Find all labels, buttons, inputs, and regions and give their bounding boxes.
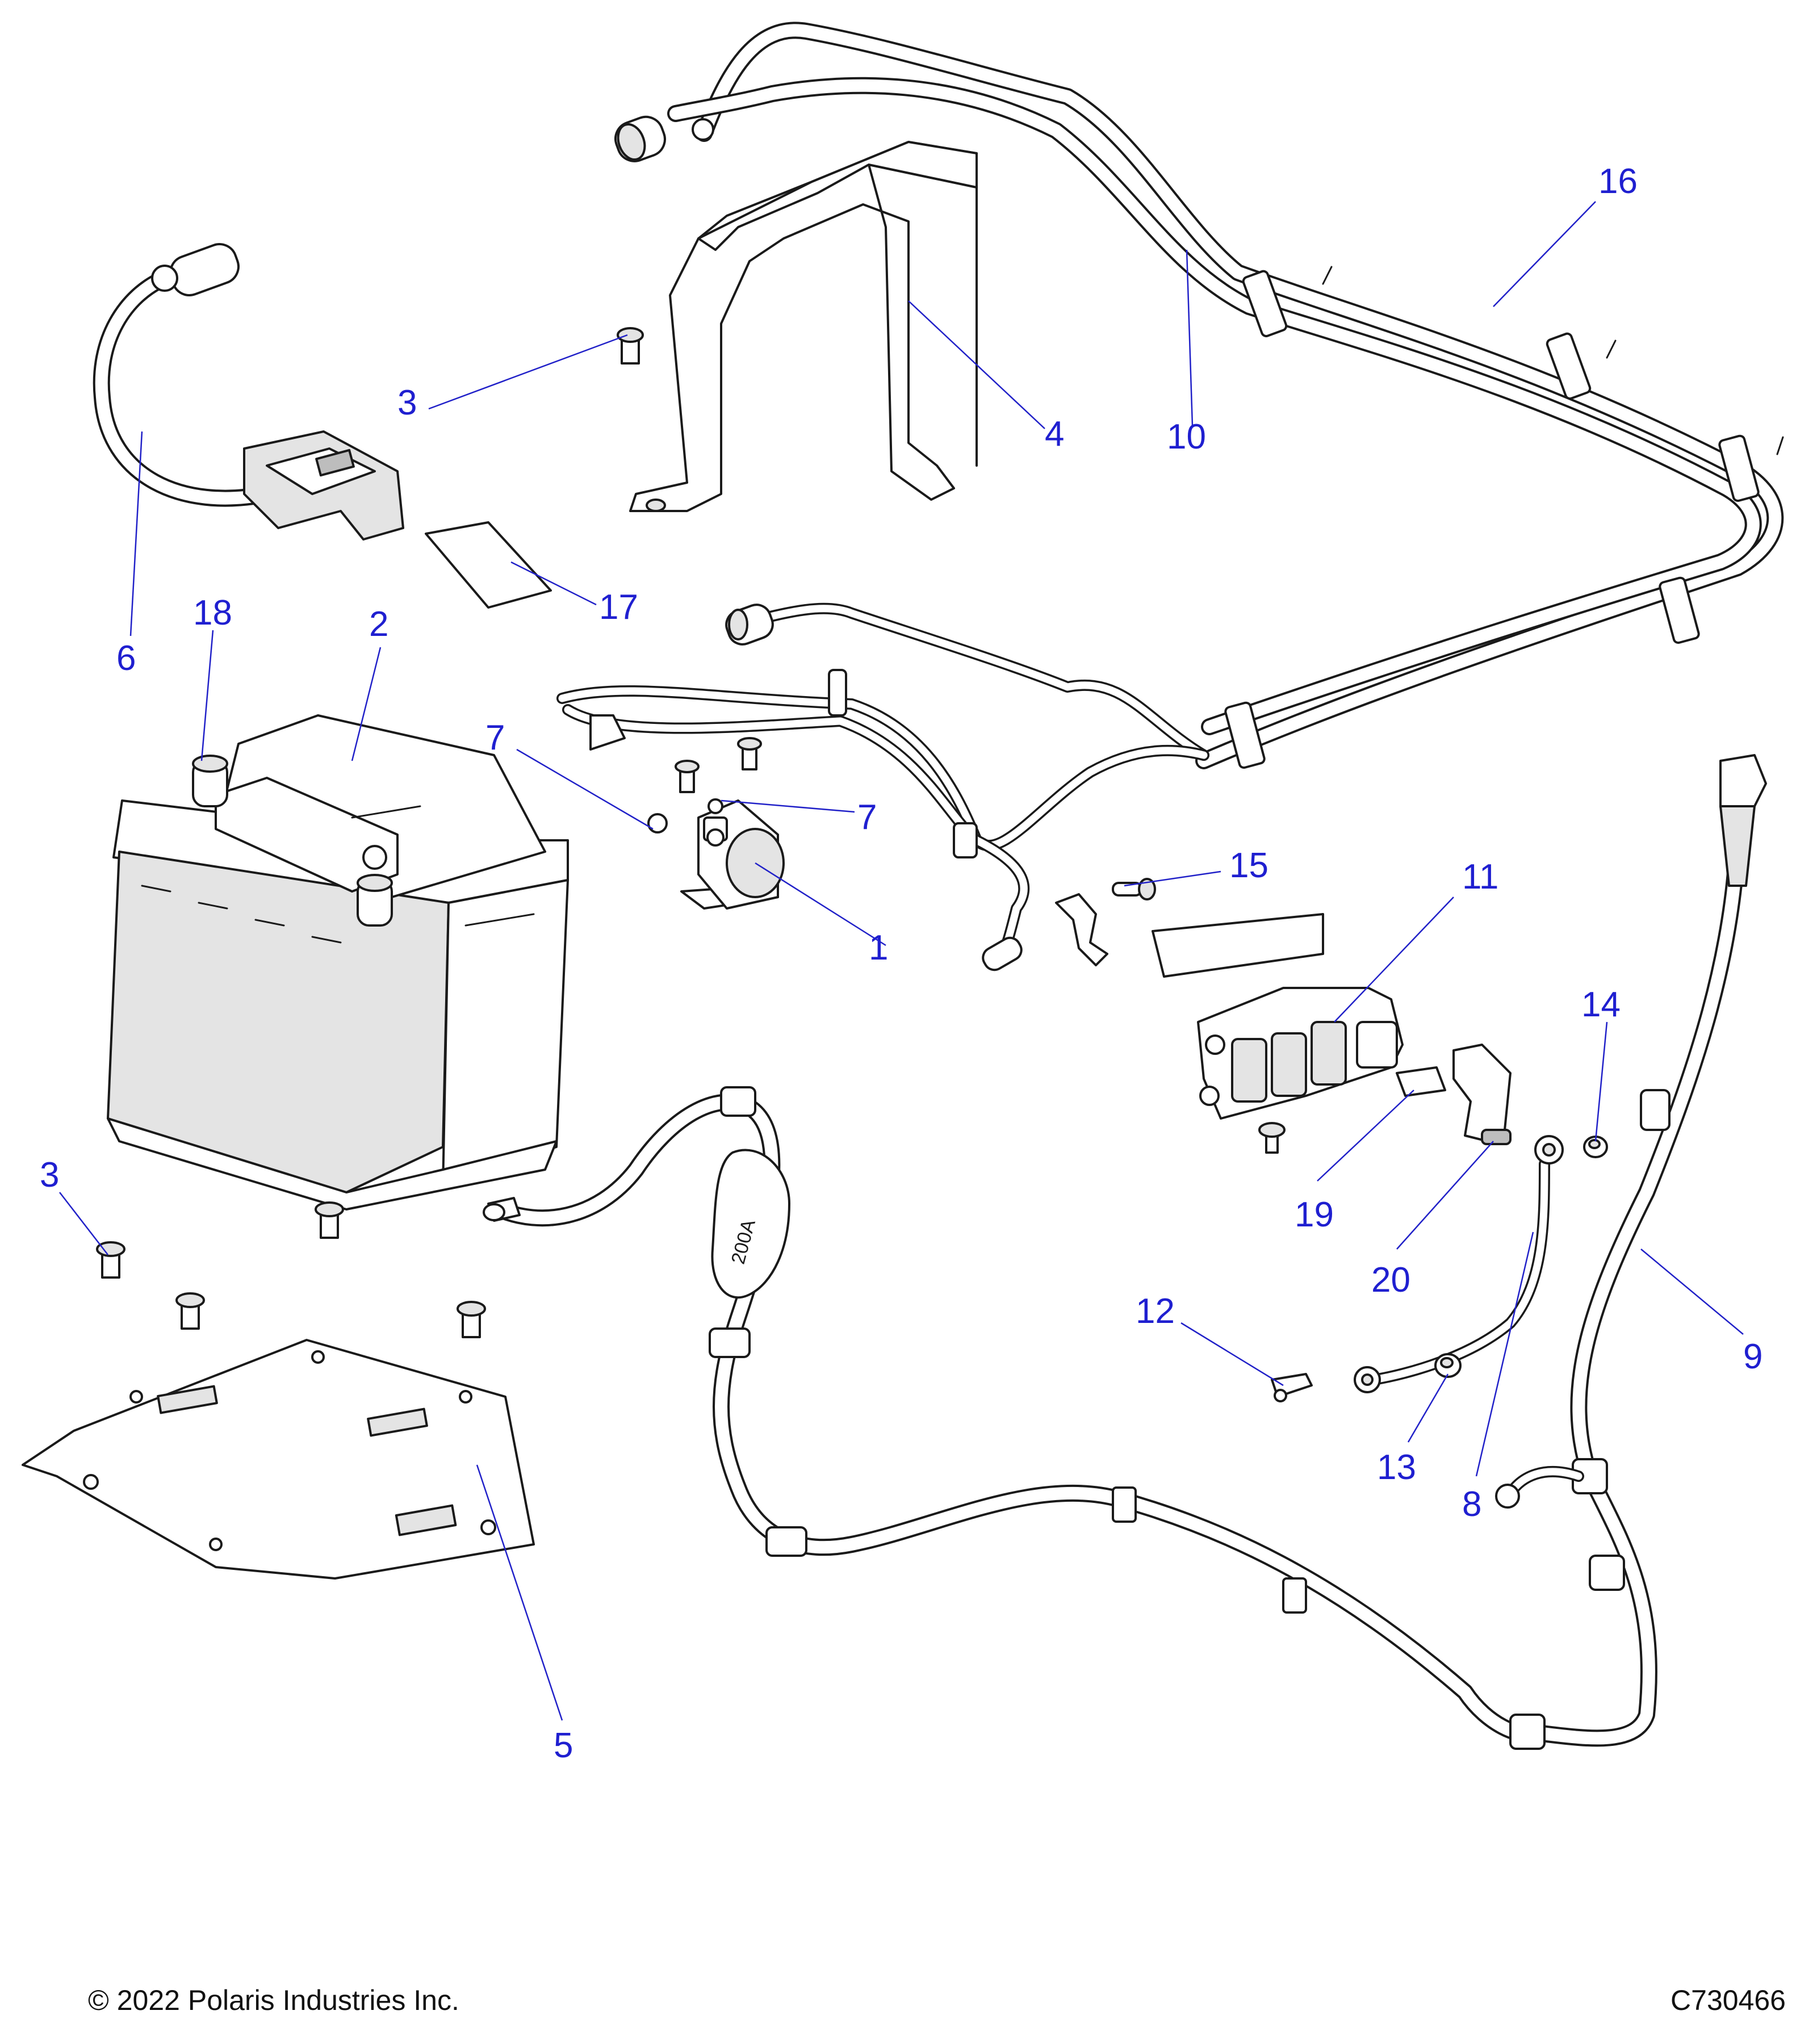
callout-17: 17	[599, 588, 638, 627]
cable-assembly-16	[614, 22, 1784, 769]
cable-harness-mid	[556, 602, 1209, 971]
callout-9: 9	[1743, 1337, 1762, 1376]
nut-14	[1583, 1136, 1608, 1158]
callout-2: 2	[369, 605, 388, 644]
callout-3-top: 3	[397, 383, 417, 422]
bolts-3	[96, 327, 762, 1338]
nut-13	[1434, 1353, 1462, 1378]
callout-14: 14	[1581, 985, 1621, 1024]
callout-12: 12	[1136, 1292, 1175, 1331]
pad-17	[425, 521, 552, 609]
battery-tray	[22, 1339, 535, 1580]
callout-11: 11	[1462, 857, 1498, 897]
solenoid	[647, 798, 785, 910]
callout-20: 20	[1371, 1260, 1410, 1300]
callout-8: 8	[1462, 1485, 1481, 1524]
callout-7-left: 7	[485, 718, 505, 757]
battery	[107, 714, 569, 1211]
cable-9	[1495, 754, 1767, 1747]
callout-18: 18	[193, 593, 232, 633]
callout-5: 5	[554, 1726, 573, 1765]
ground-cable-8	[1354, 1135, 1564, 1393]
callout-19: 19	[1295, 1195, 1334, 1234]
small-fastener-12	[1271, 1373, 1313, 1402]
ring-terminal	[614, 115, 714, 162]
callout-13: 13	[1377, 1448, 1416, 1487]
callout-7-right: 7	[857, 798, 877, 837]
copyright-text: © 2022 Polaris Industries Inc.	[88, 1984, 459, 2016]
battery-hold-bracket	[629, 141, 978, 512]
small-bracket	[1055, 878, 1156, 966]
relay-19	[1396, 1066, 1446, 1097]
connector-cover-20	[1452, 1044, 1512, 1145]
drawing-number: C730466	[1671, 1984, 1786, 2016]
cable-clips	[1224, 266, 1784, 769]
callout-1: 1	[869, 928, 888, 967]
callouts: 1 2 3 3 4 5 6 7 7 8 9 10 11 12 13 14 15 …	[40, 162, 1762, 1765]
battery-cable-6	[93, 243, 404, 541]
callout-10: 10	[1167, 417, 1206, 456]
callout-15: 15	[1229, 846, 1268, 885]
callout-4: 4	[1045, 414, 1064, 454]
callout-6: 6	[116, 639, 136, 678]
callout-16: 16	[1598, 162, 1638, 201]
main-cable-with-fuse: 200A	[483, 1086, 1546, 1750]
leader-lines	[59, 201, 1744, 1721]
fuse-box-11	[1152, 913, 1404, 1154]
callout-3-bottom: 3	[40, 1155, 59, 1195]
